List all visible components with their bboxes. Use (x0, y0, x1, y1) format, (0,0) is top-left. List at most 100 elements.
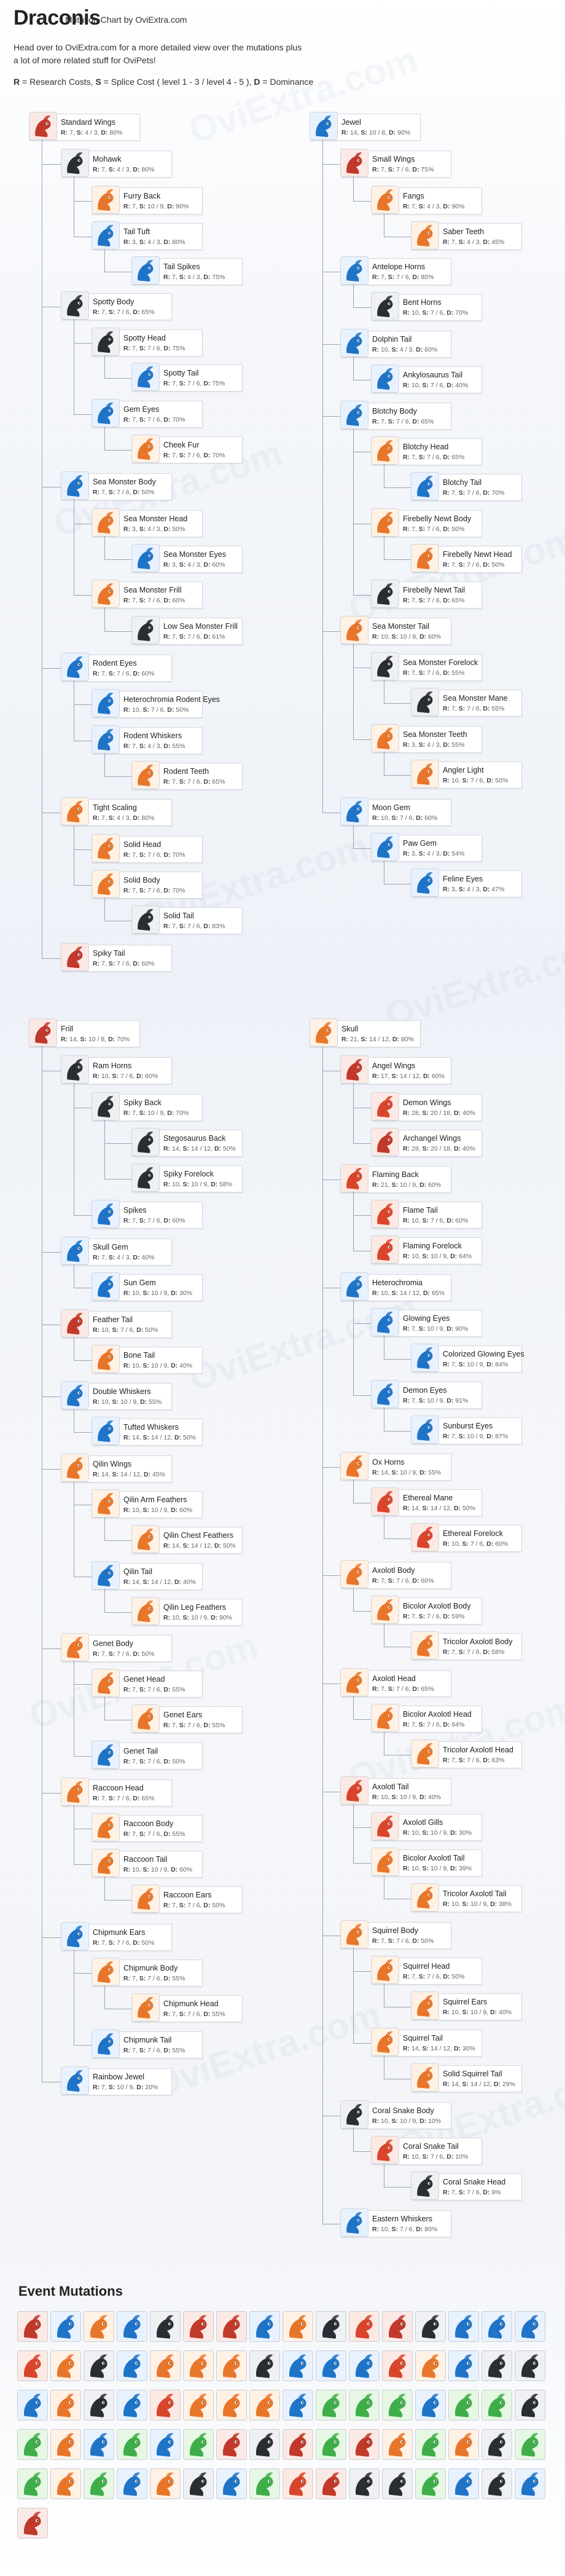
event-mutation-icon[interactable] (150, 2390, 181, 2420)
event-mutation-icon[interactable] (316, 2311, 346, 2342)
event-mutation-icon[interactable] (316, 2468, 346, 2499)
event-mutation-icon[interactable] (216, 2350, 247, 2381)
event-mutation-icon[interactable] (249, 2311, 280, 2342)
event-mutation-icon[interactable] (183, 2350, 214, 2381)
event-mutation-icon[interactable] (448, 2390, 479, 2420)
event-mutation-icon[interactable] (515, 2350, 545, 2381)
event-mutation-icon[interactable] (117, 2390, 147, 2420)
event-mutation-icon[interactable] (50, 2390, 81, 2420)
event-mutation-icon[interactable] (17, 2468, 48, 2499)
event-mutation-icon[interactable] (382, 2350, 413, 2381)
event-mutation-icon[interactable] (17, 2350, 48, 2381)
event-mutation-icon[interactable] (415, 2429, 446, 2460)
event-mutation-icon[interactable] (481, 2429, 512, 2460)
event-mutation-icon[interactable] (415, 2350, 446, 2381)
event-mutation-icon[interactable] (150, 2429, 181, 2460)
event-mutation-icon[interactable] (316, 2350, 346, 2381)
event-mutation-icon[interactable] (382, 2390, 413, 2420)
event-mutation-icon[interactable] (216, 2311, 247, 2342)
event-mutation-icon[interactable] (515, 2429, 545, 2460)
event-mutation-icon[interactable] (150, 2311, 181, 2342)
event-mutation-icon[interactable] (448, 2350, 479, 2381)
event-mutation-icon[interactable] (249, 2390, 280, 2420)
event-mutation-icon[interactable] (481, 2311, 512, 2342)
event-mutation-icon[interactable] (50, 2311, 81, 2342)
event-mutation-icon[interactable] (515, 2390, 545, 2420)
event-mutation-icon[interactable] (282, 2390, 313, 2420)
event-mutation-icon[interactable] (249, 2350, 280, 2381)
event-mutation-icon[interactable] (84, 2311, 114, 2342)
event-mutation-icon[interactable] (117, 2468, 147, 2499)
event-mutation-icon[interactable] (117, 2350, 147, 2381)
event-mutation-icon[interactable] (515, 2468, 545, 2499)
event-mutation-icon[interactable] (415, 2468, 446, 2499)
event-mutation-icon[interactable] (17, 2508, 48, 2539)
event-mutation-icon[interactable] (117, 2311, 147, 2342)
event-mutation-icon[interactable] (349, 2468, 380, 2499)
event-mutation-icon[interactable] (84, 2468, 114, 2499)
event-mutation-icon[interactable] (50, 2468, 81, 2499)
event-mutation-icon[interactable] (183, 2311, 214, 2342)
event-mutation-icon[interactable] (282, 2350, 313, 2381)
